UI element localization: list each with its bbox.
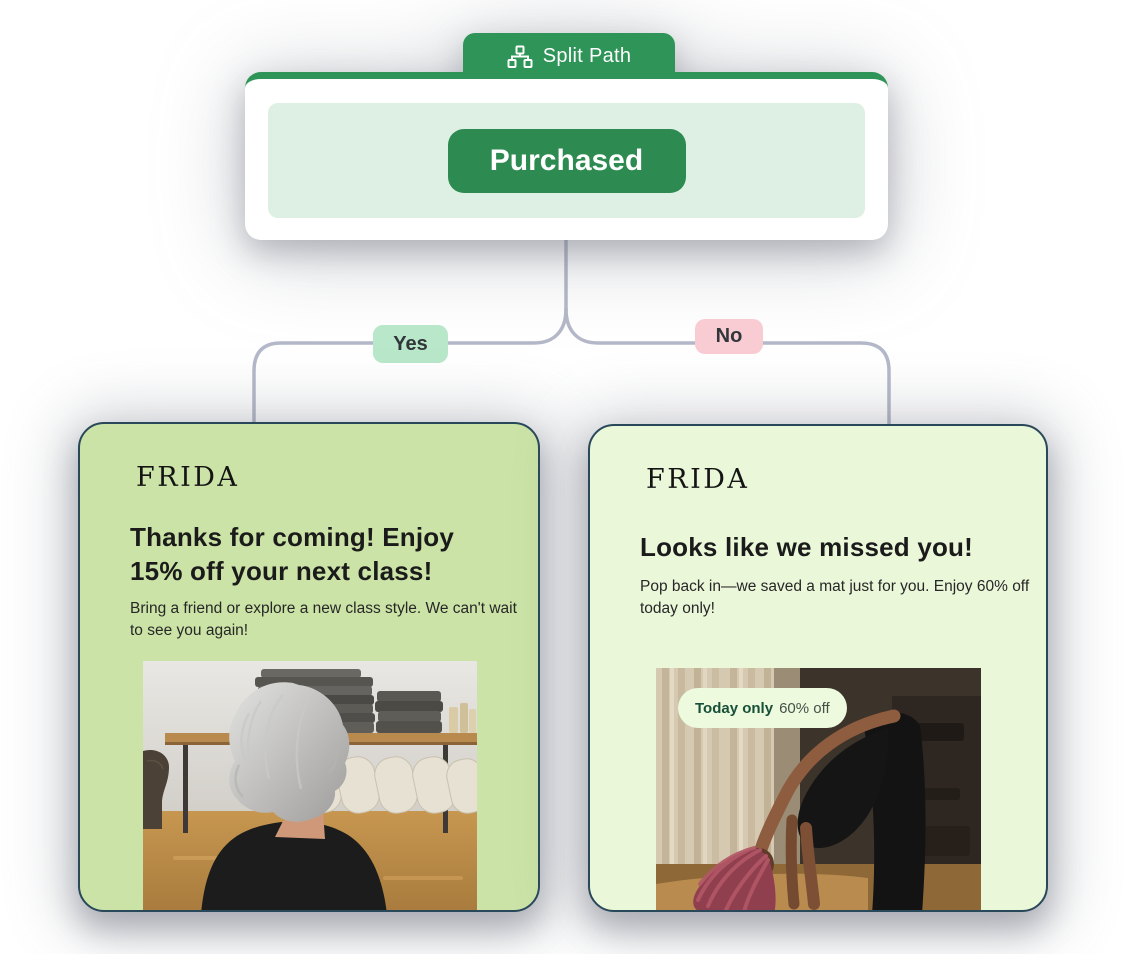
split-path-node[interactable]: Split Path Purchased <box>245 33 888 240</box>
condition-panel: Purchased <box>268 103 865 218</box>
offer-badge-bold: Today only <box>695 699 774 717</box>
email-card-no[interactable]: FRIDA Looks like we missed you! Pop back… <box>588 424 1048 912</box>
branch-label-yes[interactable]: Yes <box>373 325 448 363</box>
offer-badge: Today only 60% off <box>678 688 847 728</box>
email-card-yes[interactable]: FRIDA Thanks for coming! Enjoy 15% off y… <box>78 422 540 912</box>
branch-label-no[interactable]: No <box>695 319 763 354</box>
offer-badge-text: 60% off <box>779 699 830 717</box>
woman-forward-fold-pink-braids-photo: Today only 60% off <box>656 668 981 910</box>
hierarchy-icon <box>507 45 533 68</box>
split-path-tab[interactable]: Split Path <box>463 33 675 79</box>
woman-gray-hair-yoga-studio-photo <box>143 661 477 910</box>
brand-logo: FRIDA <box>646 464 750 495</box>
split-path-tab-label: Split Path <box>542 44 632 67</box>
email-body: Bring a friend or explore a new class st… <box>130 600 517 640</box>
email-heading: Looks like we missed you! <box>640 532 973 562</box>
split-path-card: Purchased <box>245 72 888 240</box>
email-heading: Thanks for coming! Enjoy 15% off your ne… <box>130 522 455 587</box>
condition-purchased-button[interactable]: Purchased <box>447 128 686 193</box>
email-body: Pop back in—we saved a mat just for you.… <box>640 578 1030 618</box>
brand-logo: FRIDA <box>136 462 240 493</box>
